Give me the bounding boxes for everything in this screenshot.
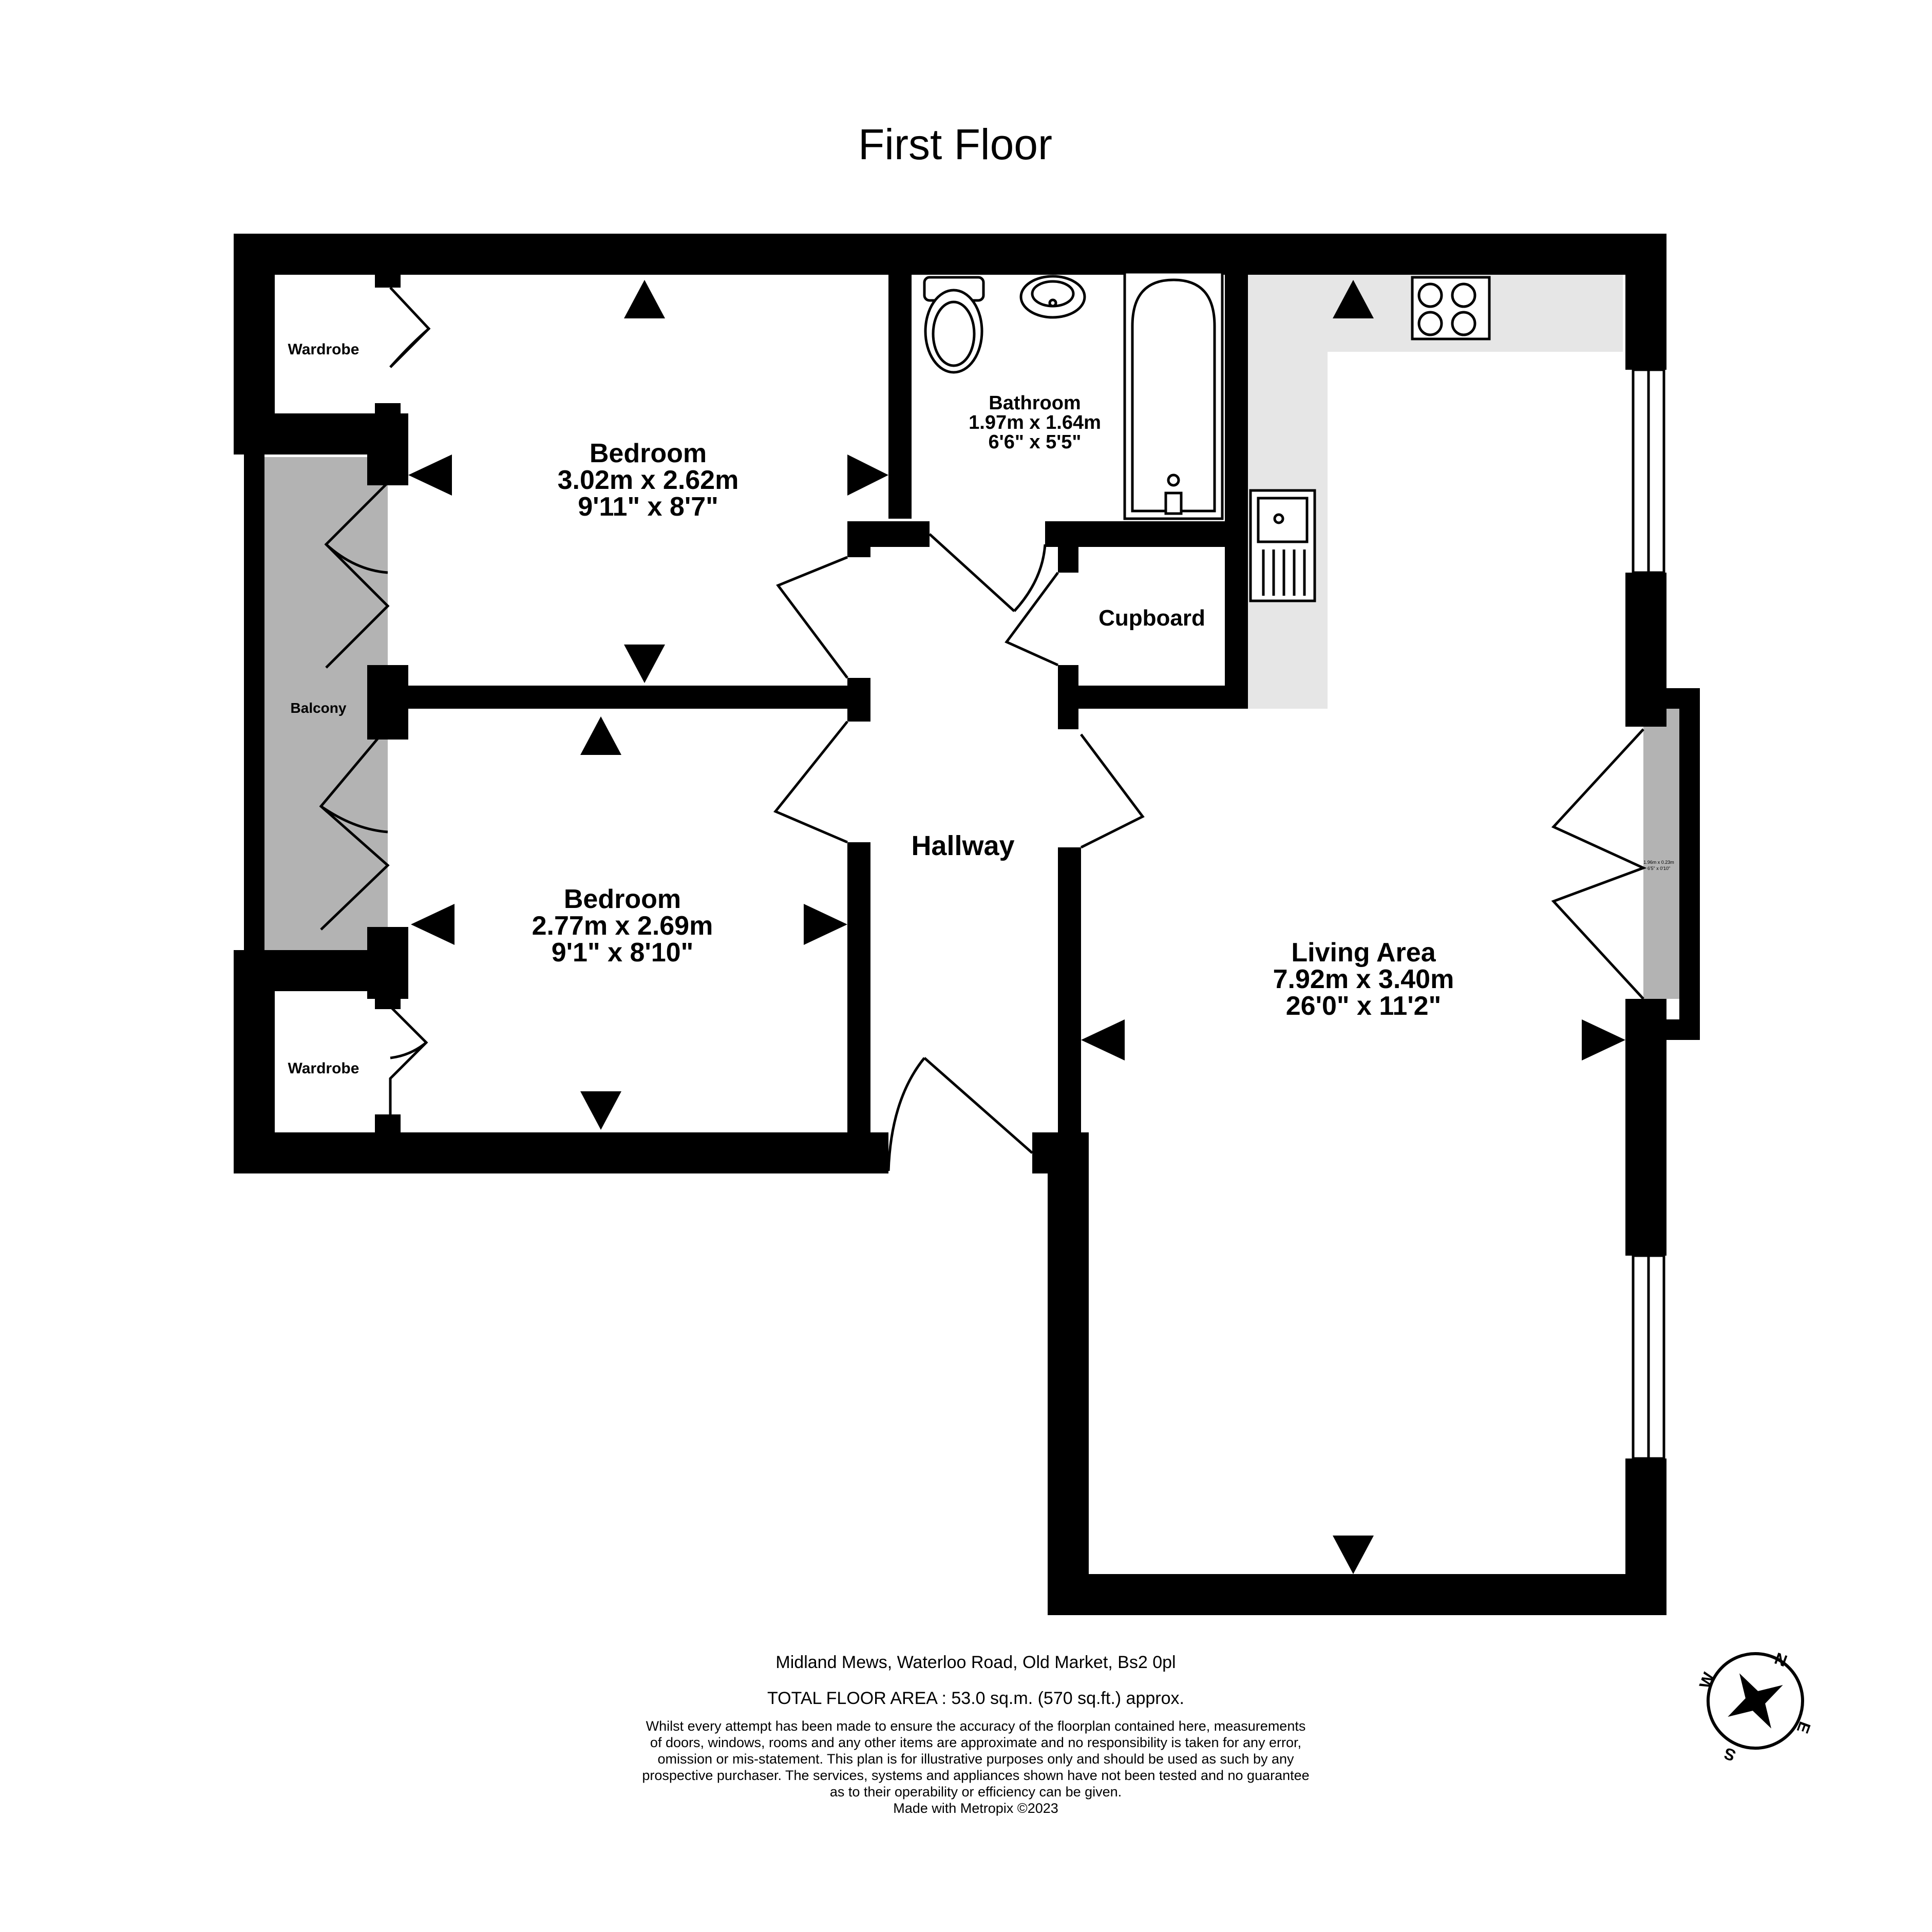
wardrobe-top-label: Wardrobe bbox=[288, 341, 359, 358]
balcony-label: Balcony bbox=[291, 700, 347, 716]
bathroom-name: Bathroom bbox=[989, 392, 1081, 414]
windows bbox=[1632, 368, 1665, 1460]
fixtures bbox=[923, 271, 1491, 602]
bedroom2-imperial: 9'1" x 8'10" bbox=[552, 938, 693, 968]
small-balcony-area bbox=[1643, 706, 1679, 999]
walls bbox=[234, 234, 1700, 1615]
kitchen-counter bbox=[1245, 275, 1623, 709]
disclaimer-line: Whilst every attempt has been made to en… bbox=[646, 1718, 1306, 1734]
compass-w: W bbox=[1696, 1670, 1718, 1691]
shaded-areas bbox=[264, 275, 1679, 999]
small-balcony-metric: 1.96m x 0.23m bbox=[1643, 860, 1674, 865]
compass-s: S bbox=[1721, 1744, 1738, 1765]
living-imperial: 26'0" x 11'2" bbox=[1286, 991, 1442, 1021]
wardrobe-bottom-label: Wardrobe bbox=[288, 1060, 359, 1077]
bathroom-metric: 1.97m x 1.64m bbox=[969, 412, 1101, 433]
room-labels: Wardrobe Balcony Wardrobe Bedroom 3.02m … bbox=[288, 341, 1674, 1077]
cupboard-label: Cupboard bbox=[1098, 605, 1205, 631]
sink-icon bbox=[1249, 489, 1316, 602]
toilet-icon bbox=[923, 276, 985, 374]
disclaimer-line: as to their operability or efficiency ca… bbox=[830, 1784, 1122, 1800]
small-balcony-imperial: 6'5" x 0'10" bbox=[1647, 866, 1670, 871]
address: Midland Mews, Waterloo Road, Old Market,… bbox=[775, 1653, 1176, 1672]
credit: Made with Metropix ©2023 bbox=[893, 1801, 1058, 1816]
bath-icon bbox=[1123, 271, 1224, 520]
bedroom1-metric: 3.02m x 2.62m bbox=[558, 465, 739, 495]
bedroom2-name: Bedroom bbox=[564, 884, 681, 914]
disclaimer-line: prospective purchaser. The services, sys… bbox=[642, 1768, 1309, 1783]
compass-icon: N E S W bbox=[1696, 1649, 1814, 1765]
compass-e: E bbox=[1793, 1719, 1814, 1736]
bedroom2-metric: 2.77m x 2.69m bbox=[532, 911, 713, 941]
living-metric: 7.92m x 3.40m bbox=[1273, 964, 1454, 994]
hob-icon bbox=[1411, 276, 1491, 340]
disclaimer-line: of doors, windows, rooms and any other i… bbox=[650, 1735, 1301, 1750]
bedroom1-name: Bedroom bbox=[590, 439, 707, 468]
doors bbox=[319, 287, 1647, 1171]
footer: Midland Mews, Waterloo Road, Old Market,… bbox=[642, 1653, 1309, 1816]
basin-icon bbox=[1019, 275, 1086, 319]
bathroom-imperial: 6'6" x 5'5" bbox=[989, 431, 1082, 453]
disclaimer-line: omission or mis-statement. This plan is … bbox=[657, 1751, 1294, 1767]
hallway-label: Hallway bbox=[911, 830, 1014, 861]
bedroom1-imperial: 9'11" x 8'7" bbox=[578, 492, 718, 522]
floor-title: First Floor bbox=[858, 120, 1052, 168]
living-name: Living Area bbox=[1291, 938, 1436, 968]
total-area: TOTAL FLOOR AREA : 53.0 sq.m. (570 sq.ft… bbox=[767, 1689, 1184, 1708]
dimension-arrows bbox=[408, 280, 1625, 1574]
